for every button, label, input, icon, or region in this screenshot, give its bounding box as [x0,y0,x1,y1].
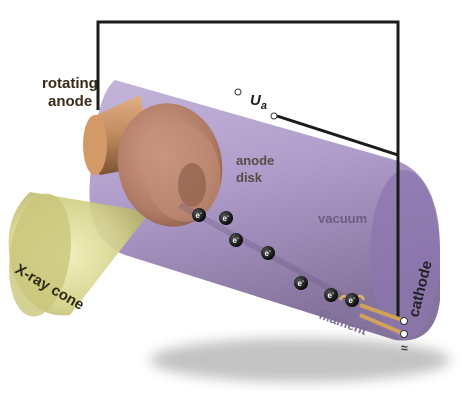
electron-dot [229,233,243,247]
cathode-terminal-1 [400,317,408,325]
electron: e- [229,233,243,247]
electron: e- [324,288,338,302]
voltage-wire-right [276,114,399,157]
vacuum-tube-end-cap [370,170,440,340]
filament-lead-2 [359,313,403,335]
heater-symbol: ≈ [401,341,408,355]
electron-dot [324,288,338,302]
electron: e- [261,246,275,260]
xray-cone-base [9,193,71,317]
electron-dot [345,293,359,307]
voltage-terminal-right [270,112,278,120]
electron-dot [261,246,275,260]
anode-disk-label-line2: disk [236,170,263,185]
electron-dot [219,211,233,225]
electron-label: e- [265,249,271,258]
electron-dot [294,276,308,290]
voltage-terminal-left [234,88,242,96]
vacuum-label: vacuum [318,211,367,226]
electrons-group: e-e-e-e-e-e-e- [192,208,359,307]
tube-shadow [150,338,450,382]
rotating-anode-label-line2: anode [48,93,92,110]
electron-label: e- [328,291,334,300]
electron-label: e- [349,296,355,305]
rotating-anode-label-line1: rotating [42,75,98,92]
voltage-label: Ua [250,92,267,112]
electron: e- [192,208,206,222]
electron-label: e- [196,211,202,220]
filament-lead-1 [359,303,403,322]
electron: e- [219,211,233,225]
anode-shaft-end [83,115,107,175]
electron-label: e- [298,279,304,288]
electron: e- [345,293,359,307]
cathode-terminal-2 [400,330,408,338]
electron-label: e- [233,236,239,245]
anode-disk-label-line1: anode [236,153,274,168]
electron-dot [192,208,206,222]
electron: e- [294,276,308,290]
anode-disk-hub [178,163,206,207]
electron-label: e- [223,214,229,223]
